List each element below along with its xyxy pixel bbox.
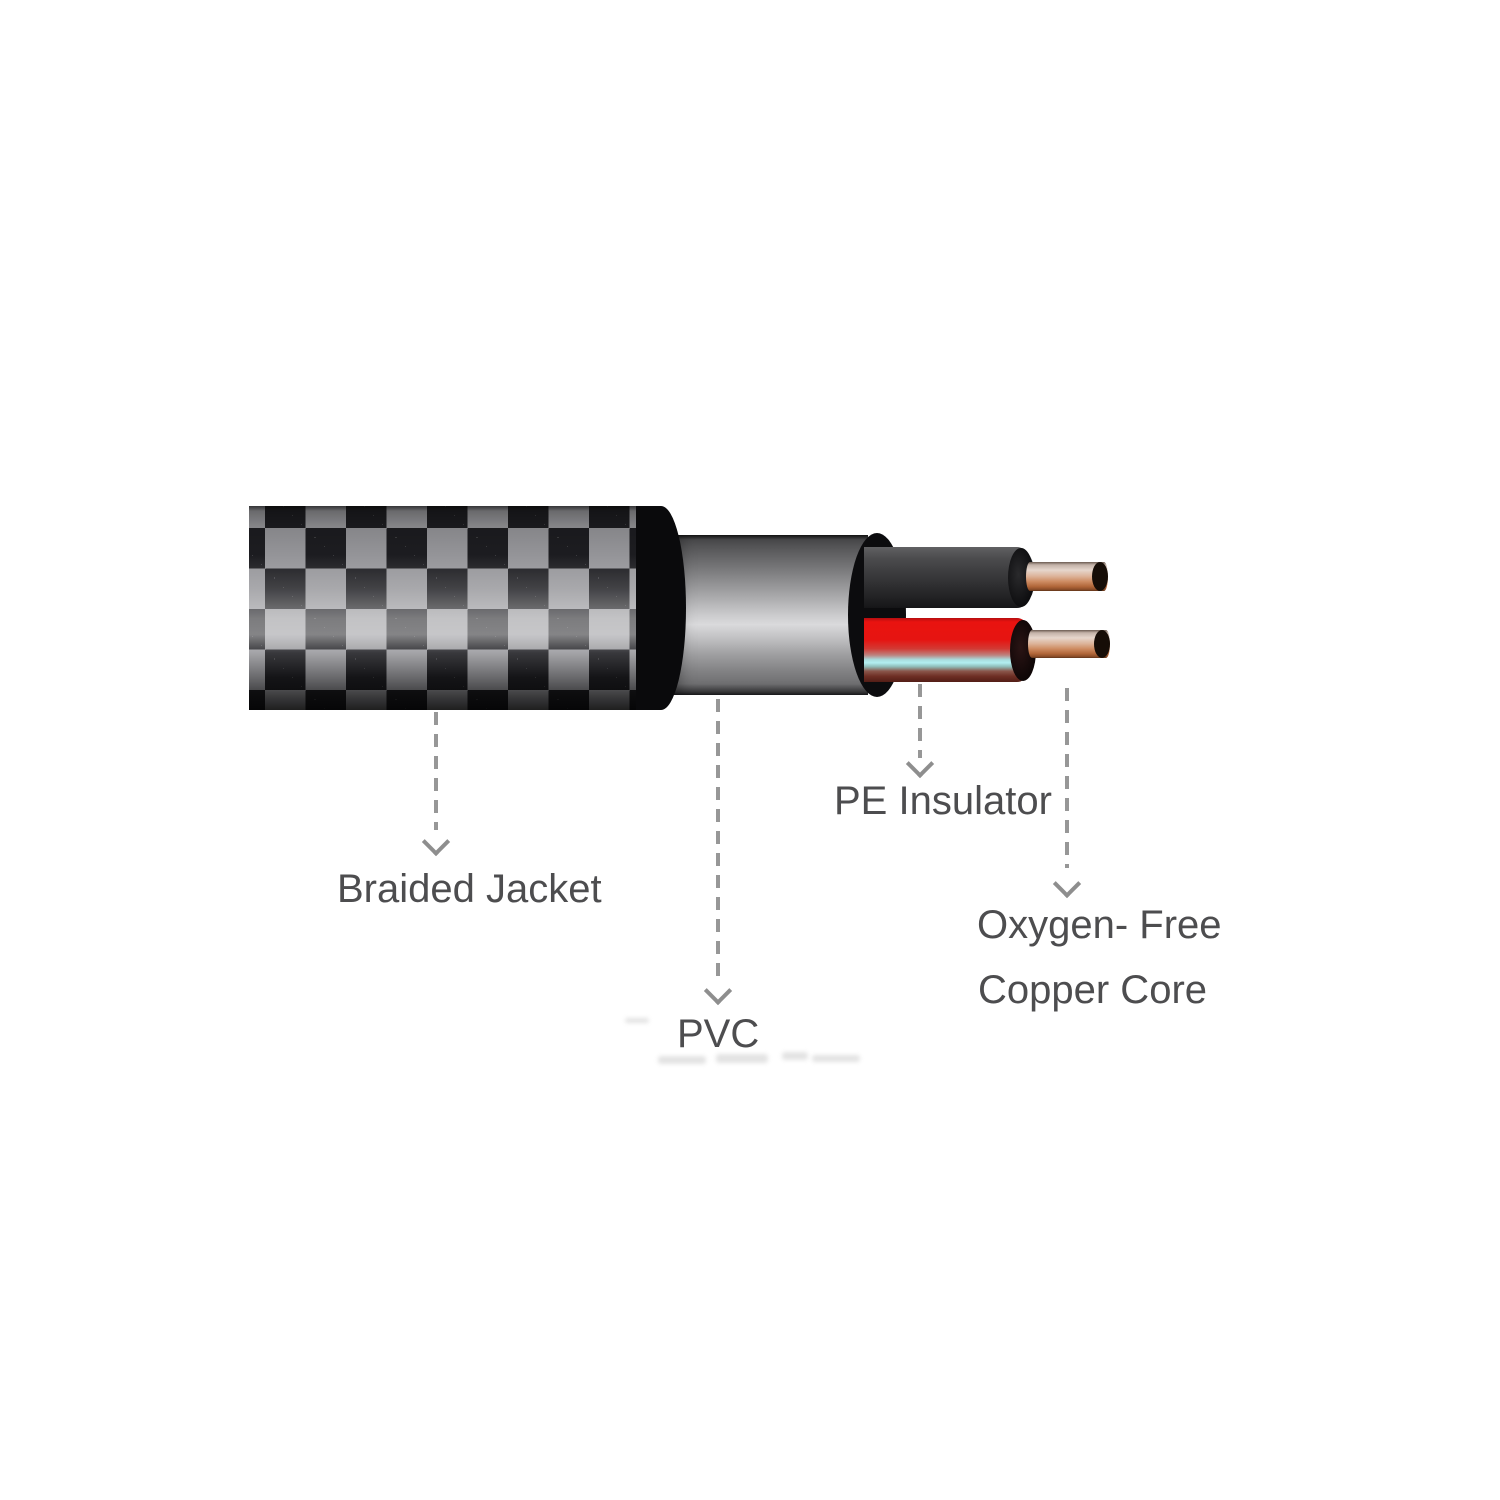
pe-insulator-label: PE Insulator — [834, 779, 1052, 823]
braided-jacket-callout-line — [434, 712, 438, 830]
pvc-label: PVC — [677, 1012, 760, 1056]
copper-core-arrow-down-icon — [1052, 869, 1082, 899]
red-insulated-wire — [864, 618, 1035, 682]
copper-core-top-end — [1092, 562, 1108, 591]
pvc-layer-section — [662, 535, 868, 695]
erased-text-artifact — [625, 1018, 649, 1023]
erased-text-artifact — [716, 1054, 768, 1063]
copper-core-callout-line — [1065, 688, 1069, 868]
braided-jacket-arrow-down-icon — [421, 827, 451, 857]
pvc-arrow-down-icon — [703, 976, 733, 1006]
pe-insulator-arrow-down-icon — [905, 749, 935, 779]
copper-core-bottom-end — [1094, 630, 1110, 658]
erased-text-artifact — [782, 1052, 808, 1060]
braided-jacket-section — [249, 506, 661, 710]
copper-core-label: Copper Core — [978, 968, 1208, 1012]
jacket-end-cap — [636, 506, 686, 710]
pvc-callout-line — [716, 699, 720, 978]
pe-insulator-callout-line — [918, 684, 922, 758]
braided-jacket-label: Braided Jacket — [337, 867, 602, 911]
erased-text-artifact — [658, 1056, 706, 1064]
oxygen-free-label: Oxygen- Free — [977, 903, 1222, 947]
black-insulated-wire — [864, 547, 1035, 608]
erased-text-artifact — [812, 1055, 860, 1062]
